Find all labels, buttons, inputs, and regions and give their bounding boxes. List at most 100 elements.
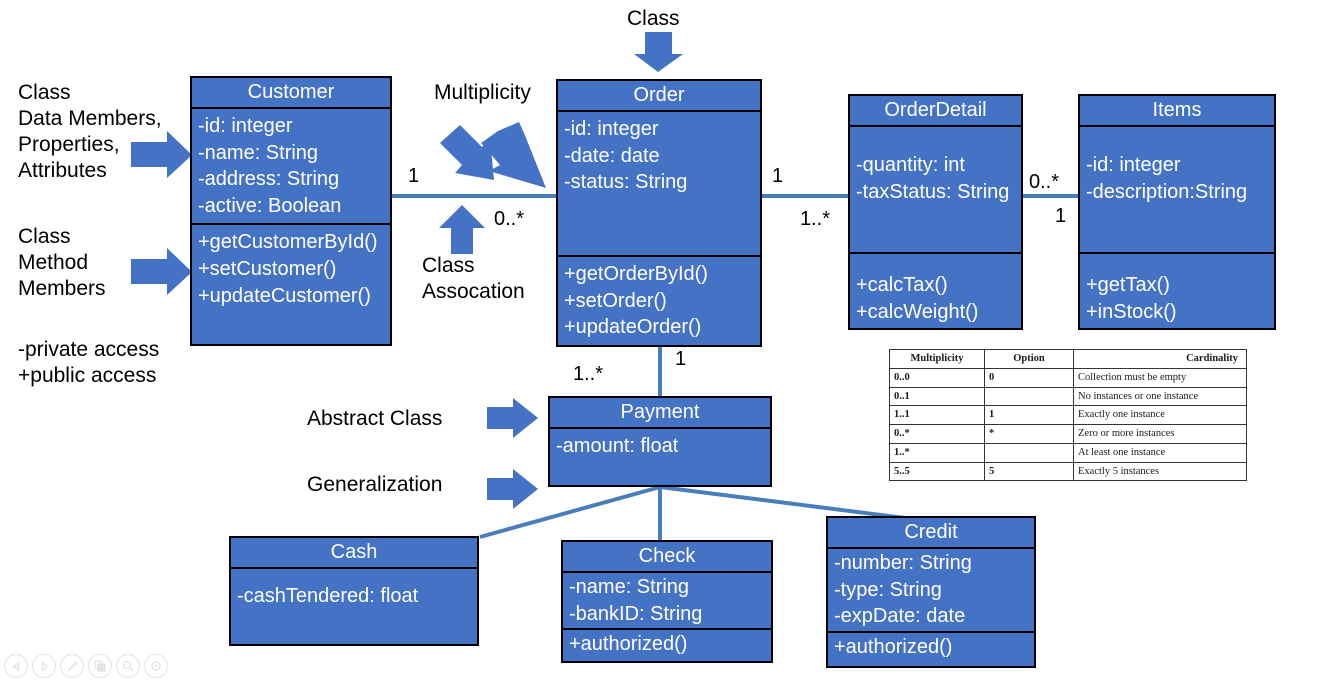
multiplicity-arrow-right-icon: [481, 122, 546, 188]
table-header-row: Multiplicity Option Cardinality: [889, 349, 1247, 369]
class-methods-customer: +getCustomerById() +setCustomer() +updat…: [192, 225, 390, 313]
multiplicity-order-orderdetail-right: 1..*: [800, 208, 831, 230]
class-attributes-order: -id: integer -date: date -status: String: [558, 112, 760, 257]
multiplicity-customer-order-left: 1: [408, 165, 420, 187]
cell-cardinality: No instances or one instance: [1073, 386, 1247, 407]
cell-option: [984, 386, 1074, 407]
class-attributes-cash: -cashTendered: float: [231, 569, 477, 614]
cell-cardinality: Exactly 5 instances: [1073, 461, 1247, 482]
attribute-row: -amount: float: [556, 435, 679, 457]
attribute-row: -id: integer: [564, 118, 659, 140]
table-row: 0..* * Zero or more instances: [889, 424, 1247, 444]
class-methods-orderdetail: +calcTax() +calcWeight(): [850, 254, 1021, 329]
class-methods-order: +getOrderById() +setOrder() +updateOrder…: [558, 257, 760, 345]
next-icon[interactable]: [32, 654, 56, 678]
attribute-row: -id: integer: [1086, 154, 1181, 176]
table-row: 0..0 0 Collection must be empty: [889, 367, 1247, 388]
multiplicity-orderdetail-items-top: 0..*: [1029, 171, 1060, 193]
method-row: +authorized(): [569, 633, 688, 656]
method-row: +calcWeight(): [856, 300, 979, 323]
zoom-in-icon[interactable]: [116, 654, 140, 678]
class-title-credit: Credit: [828, 518, 1034, 549]
multiplicity-order-payment-left: 1..*: [573, 363, 604, 385]
method-row: +updateOrder(): [564, 316, 702, 339]
cell-option: 1: [984, 405, 1074, 425]
attribute-row: -number: String: [834, 552, 972, 574]
class-methods-items: +getTax() +inStock(): [1080, 254, 1274, 329]
multiplicity-customer-order-right: 0..*: [494, 208, 525, 230]
multiplicity-arrow-left-icon: [440, 125, 494, 180]
attribute-row: -expDate: date: [834, 605, 966, 628]
class-box-order[interactable]: Order -id: integer -date: date -status: …: [556, 79, 762, 347]
note-class-top: Class: [627, 7, 680, 30]
class-box-items[interactable]: Items -id: integer -description:String +…: [1078, 94, 1276, 330]
class-title-check: Check: [563, 542, 771, 573]
note-generalization: Generalization: [307, 473, 443, 496]
class-methods-credit: +authorized(): [828, 633, 1034, 662]
class-methods-check: +authorized(): [563, 630, 771, 659]
class-title-order: Order: [558, 81, 760, 112]
method-row: +getOrderById(): [564, 263, 708, 285]
note-method-members: Class Method Members: [18, 225, 106, 301]
cell-option: *: [984, 424, 1074, 444]
cell-multiplicity: 5..5: [889, 461, 985, 482]
class-title-cash: Cash: [231, 538, 477, 569]
generalization-arrow-icon: [487, 469, 538, 509]
class-box-check[interactable]: Check -name: String -bankID: String +aut…: [561, 540, 773, 663]
class-attributes-customer: -id: integer -name: String -address: Str…: [192, 109, 390, 226]
class-association-arrow-icon: [439, 205, 485, 254]
cell-option: 0: [984, 367, 1074, 388]
edit-pen-icon[interactable]: [60, 654, 84, 678]
method-row: +calcTax(): [856, 274, 948, 296]
attribute-row: -active: Boolean: [198, 194, 342, 217]
table-row: 1..1 1 Exactly one instance: [889, 405, 1247, 425]
attribute-row: -cashTendered: float: [237, 585, 419, 607]
note-access-legend: -private access +public access: [18, 338, 160, 388]
class-box-credit[interactable]: Credit -number: String -type: String -ex…: [826, 516, 1036, 668]
class-attributes-check: -name: String -bankID: String: [563, 573, 771, 631]
method-row: +updateCustomer(): [198, 284, 371, 307]
generalization-payment-cash: [479, 485, 661, 539]
table-row: 1..* At least one instance: [889, 442, 1247, 463]
attribute-row: -status: String: [564, 171, 688, 194]
method-row: +inStock(): [1086, 300, 1177, 323]
method-row: +setOrder(): [564, 289, 667, 312]
note-multiplicity: Multiplicity: [434, 81, 531, 104]
viewer-toolbar[interactable]: [4, 654, 168, 678]
zoom-out-icon[interactable]: [144, 654, 168, 678]
attribute-row: -name: String: [198, 141, 319, 164]
attribute-row: -id: integer: [198, 115, 293, 137]
attribute-row: -quantity: int: [856, 154, 965, 176]
copy-icon[interactable]: [88, 654, 112, 678]
attribute-row: -bankID: String: [569, 602, 703, 625]
class-attributes-orderdetail: -quantity: int -taxStatus: String: [850, 127, 1021, 254]
attribute-row: -name: String: [569, 576, 690, 598]
method-row: +setCustomer(): [198, 257, 337, 280]
note-abstract-class: Abstract Class: [307, 407, 443, 430]
cell-multiplicity: 0..1: [889, 386, 985, 407]
note-data-members: Class Data Members, Properties, Attribut…: [18, 81, 162, 183]
generalization-payment-credit: [659, 485, 906, 520]
multiplicity-order-orderdetail-left: 1: [772, 165, 784, 187]
class-box-cash[interactable]: Cash -cashTendered: float: [229, 536, 479, 646]
class-box-payment[interactable]: Payment -amount: float: [548, 396, 772, 487]
cell-multiplicity: 1..*: [889, 442, 985, 463]
table-header-cardinality: Cardinality: [1073, 349, 1247, 369]
previous-icon[interactable]: [4, 654, 28, 678]
method-row: +getTax(): [1086, 274, 1170, 296]
cell-multiplicity: 1..1: [889, 405, 985, 425]
table-header-multiplicity: Multiplicity: [889, 349, 985, 369]
data-members-arrow-icon: [131, 131, 192, 178]
class-box-customer[interactable]: Customer -id: integer -name: String -add…: [190, 76, 392, 346]
class-attributes-payment: -amount: float: [550, 429, 770, 464]
attribute-row: -taxStatus: String: [856, 180, 1010, 203]
cell-multiplicity: 0..*: [889, 424, 985, 444]
multiplicity-order-payment-right: 1: [675, 348, 687, 370]
cell-cardinality: Exactly one instance: [1073, 405, 1247, 425]
method-members-arrow-icon: [131, 248, 192, 295]
cell-cardinality: At least one instance: [1073, 442, 1247, 463]
class-box-orderdetail[interactable]: OrderDetail -quantity: int -taxStatus: S…: [848, 94, 1023, 330]
note-class-association: Class Assocation: [422, 254, 525, 304]
